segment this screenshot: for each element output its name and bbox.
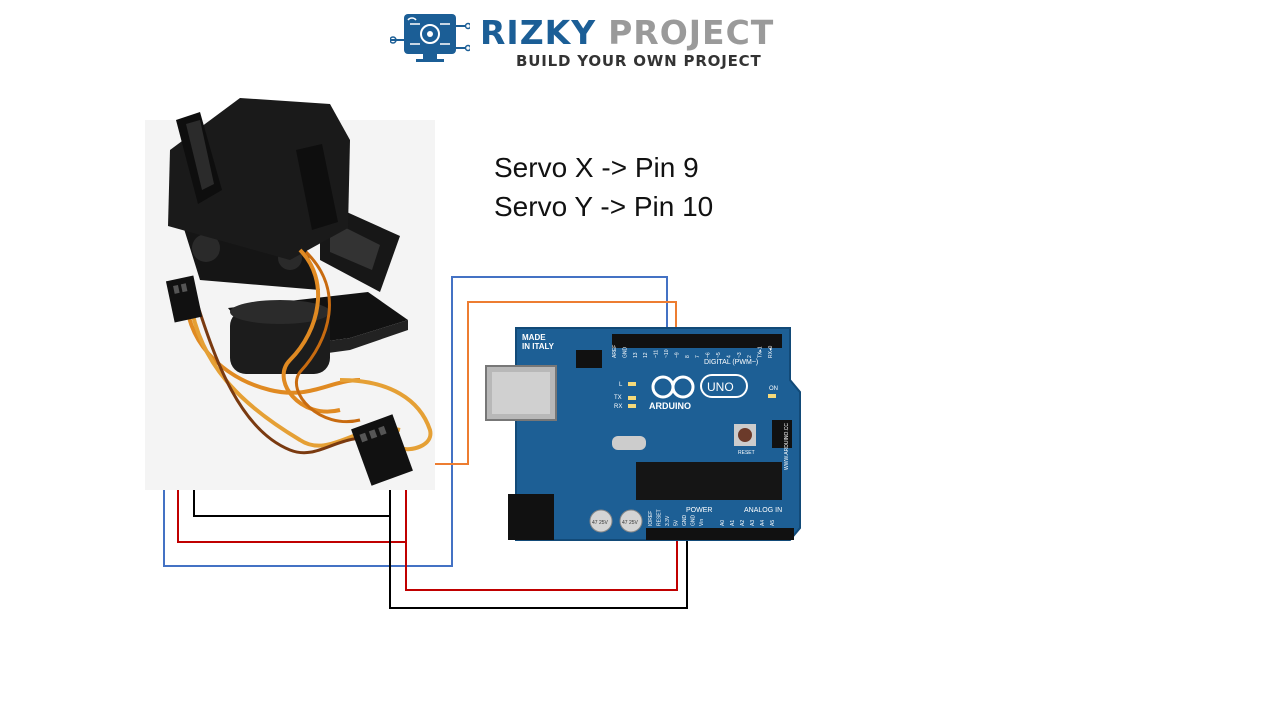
board-rx-label: RX (614, 404, 622, 410)
power-pin-label: 3.3V (665, 515, 671, 526)
power-pin-label: 5V (674, 519, 680, 526)
digital-pin-label: ~3 (737, 352, 743, 358)
digital-pin-label: 7 (695, 355, 701, 358)
board-l-label: L (619, 382, 623, 388)
board-cap-2: 47 25V (622, 520, 639, 526)
analog-pin-label: A1 (730, 520, 736, 526)
digital-pin-label: ~6 (706, 352, 712, 358)
power-pin-label: RESET (657, 509, 663, 526)
digital-pin-label: AREF (612, 345, 618, 358)
board-analog-label: ANALOG IN (744, 507, 782, 514)
pin-mapping: Servo X -> Pin 9 Servo Y -> Pin 10 (494, 148, 713, 226)
board-brand: ARDUINO (649, 401, 691, 411)
power-pin-label: Vin (699, 519, 705, 526)
analog-pin-label: A4 (760, 520, 766, 526)
board-reset-label: RESET (738, 450, 755, 456)
power-pin-label: GND (691, 515, 697, 527)
wire-signal-x (163, 276, 668, 567)
digital-pin-label: 4 (726, 355, 732, 358)
digital-pin-label: 8 (685, 355, 691, 358)
power-pin-label: IOREF (648, 511, 654, 526)
mapping-servo-x: Servo X -> Pin 9 (494, 152, 699, 183)
board-made-in: MADE (522, 333, 546, 342)
wire-signal-y (406, 301, 677, 465)
logo-brand: RIZKY (480, 13, 597, 52)
digital-pin-label: 2 (747, 355, 753, 358)
digital-pin-label: GND (622, 347, 628, 359)
logo-brand-2: PROJECT (608, 13, 775, 52)
board-power-label: POWER (686, 507, 712, 514)
wire-vcc-board (405, 484, 678, 591)
analog-pin-label: A0 (720, 520, 726, 526)
monitor-circuit-icon (390, 14, 470, 62)
board-digital-label: DIGITAL (PWM~) (704, 359, 758, 366)
logo-title: RIZKY PROJECT (480, 13, 774, 52)
pan-tilt-bracket (145, 98, 435, 490)
mapping-servo-y: Servo Y -> Pin 10 (494, 191, 714, 222)
power-pin-label: GND (682, 515, 688, 527)
digital-pin-label: ~11 (654, 350, 660, 358)
board-website: WWW.ARDUINO.CC (784, 423, 790, 470)
analog-pin-label: A3 (750, 520, 756, 526)
analog-pin-label: A5 (770, 520, 776, 526)
digital-pin-label: 13 (633, 352, 639, 358)
board-tx-label: TX (614, 395, 622, 401)
digital-pin-label: 12 (643, 352, 649, 358)
logo: RIZKY PROJECT BUILD YOUR OWN PROJECT (376, 12, 816, 70)
logo-tagline: BUILD YOUR OWN PROJECT (516, 52, 762, 70)
board-on-label: ON (769, 386, 778, 392)
analog-pin-label: A2 (740, 520, 746, 526)
wire-gnd-board (389, 480, 688, 609)
pin-labels: AREF GND 13 12 ~11 ~10 ~9 8 7 ~6 ~5 4 ~3 2 TX▸1 RX◂0IOR… (612, 345, 776, 526)
digital-pin-label: RX◂0 (768, 346, 774, 358)
digital-pin-label: ~5 (716, 352, 722, 358)
digital-pin-label: ~10 (664, 349, 670, 358)
digital-pin-label: ~9 (674, 352, 680, 358)
board-cap-1: 47 25V (592, 520, 609, 526)
arduino-uno-board: MADE IN ITALY ARDUINO UNO DIGITAL (PWM~)… (485, 327, 801, 541)
digital-pin-label: TX▸1 (758, 346, 764, 358)
board-made-in-2: IN ITALY (522, 342, 555, 351)
board-model: UNO (707, 380, 734, 394)
